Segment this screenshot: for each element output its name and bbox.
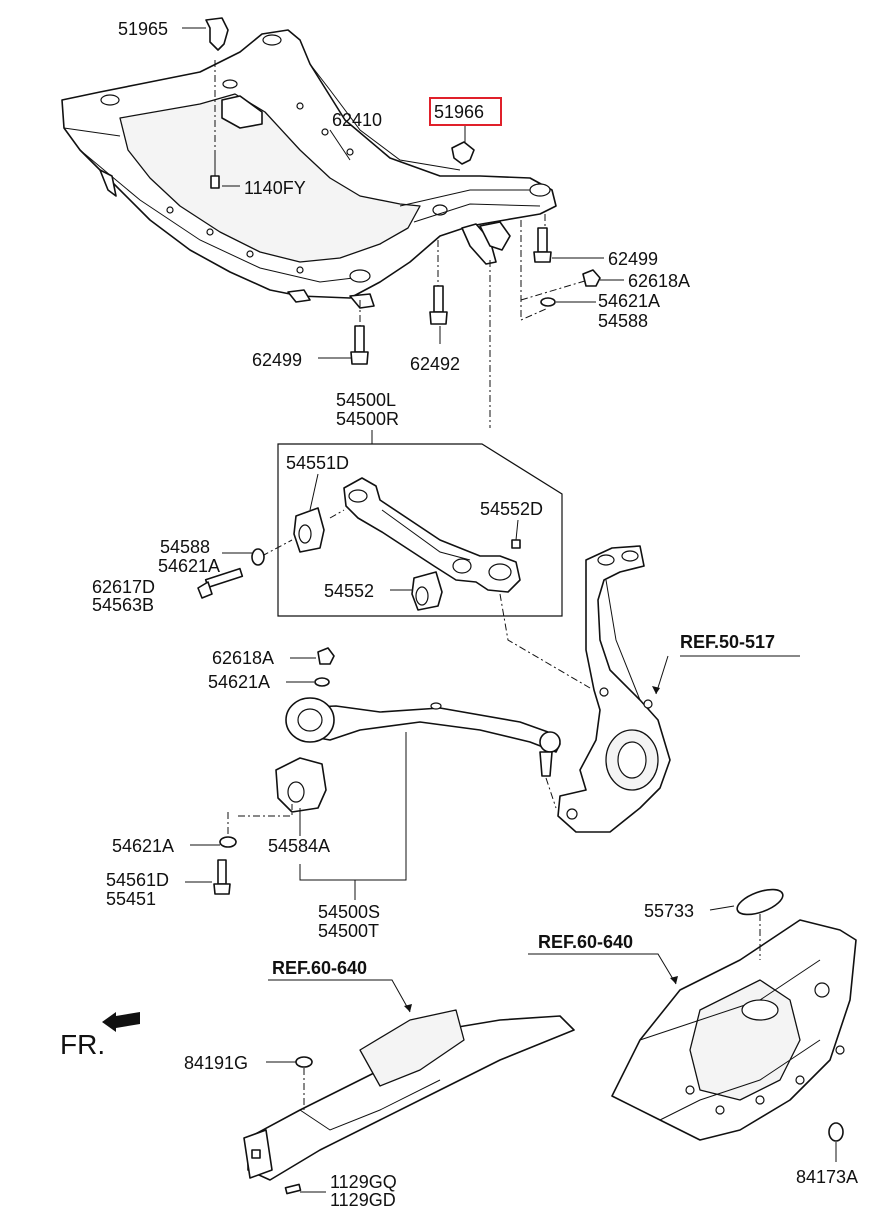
label-55733: 55733	[644, 901, 694, 921]
reference-labels: REF.50-517 REF.60-640 REF.60-640	[272, 632, 775, 978]
highlight-box-51966	[429, 97, 502, 126]
rear-arm-bolts	[213, 836, 237, 895]
leader-lines	[182, 27, 837, 1193]
label-54563b: 54563B	[92, 595, 154, 615]
label-54551d: 54551D	[286, 453, 349, 473]
label-84173a: 84173A	[796, 1167, 858, 1187]
label-54500t: 54500T	[318, 921, 379, 941]
label-62499-left: 62499	[252, 350, 302, 370]
label-84191g: 84191G	[184, 1053, 248, 1073]
label-62492: 62492	[410, 354, 460, 374]
label-54500l: 54500L	[336, 390, 396, 410]
label-54500r: 54500R	[336, 409, 399, 429]
label-55451: 55451	[106, 889, 156, 909]
ref-wheelhouse-label: REF.60-640	[538, 932, 633, 952]
bracket-51966-drawing	[451, 141, 475, 165]
label-54621a-top: 54621A	[598, 291, 660, 311]
label-54552: 54552	[324, 581, 374, 601]
knuckle-drawing	[557, 545, 671, 833]
crossmember-drawing	[61, 29, 557, 309]
label-62618a-top: 62618A	[628, 271, 690, 291]
part-labels: 51965 51966 62410 1140FY 62499 62618A 54…	[92, 19, 858, 1210]
front-rail-drawing	[243, 1009, 575, 1195]
label-1129gd: 1129GD	[330, 1190, 396, 1210]
front-arrow-icon	[102, 1012, 140, 1032]
label-54621a-mid: 54621A	[158, 556, 220, 576]
bolts-crossmember	[210, 150, 601, 365]
bracket-51965-drawing	[205, 17, 229, 51]
label-54621a-low: 54621A	[208, 672, 270, 692]
label-62410: 62410	[332, 110, 382, 130]
label-62617d: 62617D	[92, 577, 155, 597]
label-54588-top: 54588	[598, 311, 648, 331]
label-62499-right: 62499	[608, 249, 658, 269]
ref-knuckle-label: REF.50-517	[680, 632, 775, 652]
label-62618a-low: 62618A	[212, 648, 274, 668]
label-54552d: 54552D	[480, 499, 543, 519]
ref-front-rail-label: REF.60-640	[272, 958, 367, 978]
label-1140fy: 1140FY	[244, 178, 306, 198]
label-54500s: 54500S	[318, 902, 380, 922]
label-1129gq: 1129GQ	[330, 1172, 397, 1192]
wheelhouse-drawing	[611, 888, 857, 1142]
label-51965: 51965	[118, 19, 168, 39]
front-arm-bolts	[197, 548, 265, 599]
front-direction-label: FR.	[60, 1029, 105, 1060]
lower-arm-rear-group	[275, 647, 561, 813]
lower-arm-front-group	[277, 443, 563, 617]
label-54588-mid: 54588	[160, 537, 210, 557]
label-51966: 51966	[434, 102, 484, 122]
label-54584a: 54584A	[268, 836, 330, 856]
label-54621a-bot: 54621A	[112, 836, 174, 856]
label-54561d: 54561D	[106, 870, 169, 890]
